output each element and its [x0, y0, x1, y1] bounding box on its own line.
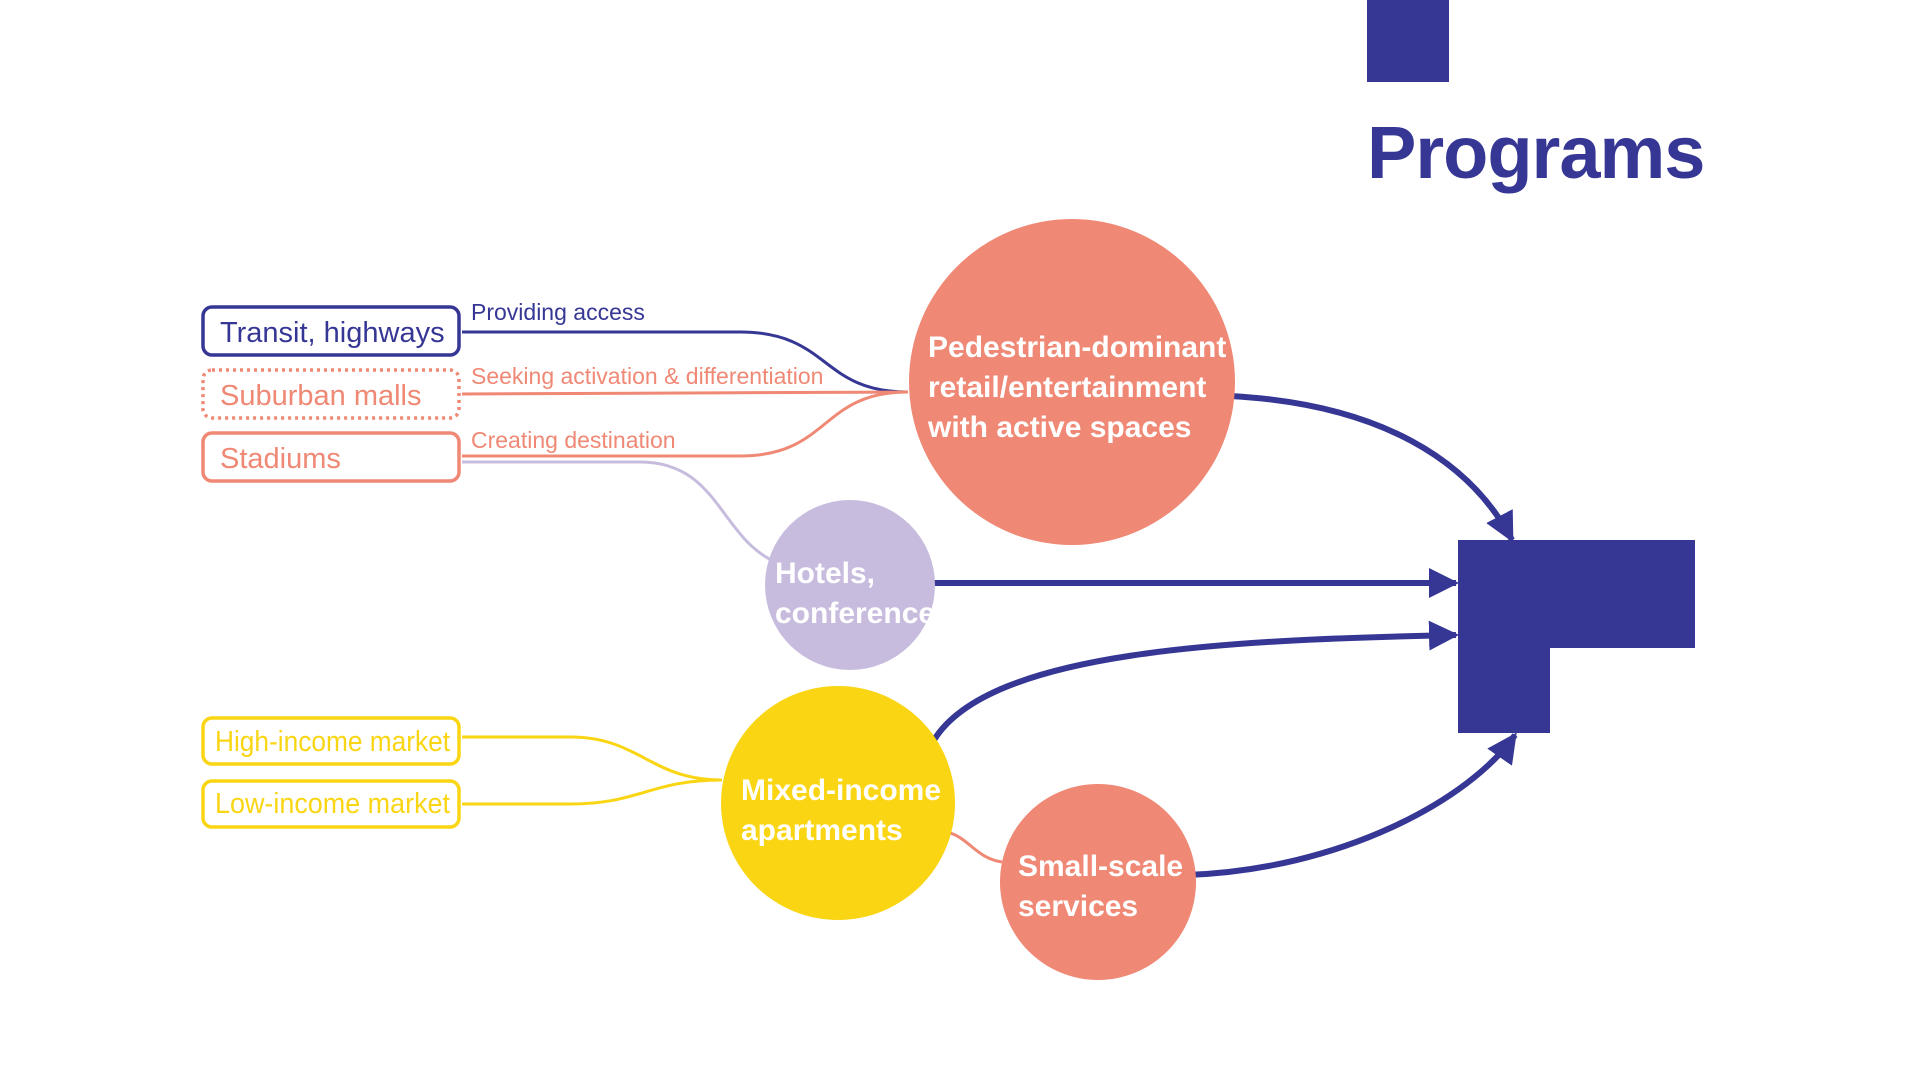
source-box-stadiums: Stadiums: [201, 431, 461, 483]
program-target-block: [1458, 540, 1695, 733]
node-apartments-line-2: apartments: [741, 814, 903, 847]
node-pedestrian-line-3: with active spaces: [927, 411, 1191, 444]
source-box-low-income: Low-income market: [201, 779, 461, 829]
connector-suburban-malls: [461, 390, 909, 396]
edge-label-suburban-malls: Seeking activation & differentiation: [471, 363, 823, 389]
source-label-stadiums: Stadiums: [220, 443, 341, 475]
connector-stadiums-hotels: [462, 460, 779, 565]
edge-label-stadiums: Creating destination: [471, 427, 676, 453]
node-hotels-line-2: conference: [775, 597, 935, 630]
svg-text:Pedestrian-dominant reta: Pedestrian-dominant retail/entertainment…: [927, 331, 1235, 444]
node-pedestrian-line-1: Pedestrian-dominant: [928, 331, 1226, 364]
source-label-suburban-malls: Suburban malls: [220, 380, 422, 412]
source-connectors: [461, 330, 1003, 864]
node-hotels-line-1: Hotels,: [775, 557, 875, 590]
source-label-high-income: High-income market: [215, 726, 450, 758]
edge-label-transit: Providing access: [471, 299, 645, 325]
connector-transit: [462, 330, 909, 394]
node-mixed-income-apartments: Mixed-income apartments: [721, 686, 955, 920]
node-services-line-2: services: [1018, 890, 1138, 923]
source-box-high-income: High-income market: [201, 716, 461, 766]
node-hotels-conference: Hotels, conference: [765, 500, 935, 670]
top-accent-block: [1367, 0, 1449, 82]
program-arrows: [928, 393, 1518, 878]
arrow-apartments-to-program: [931, 620, 1459, 742]
node-apartments-line-1: Mixed-income: [741, 774, 941, 807]
arrow-pedestrian-to-program: [1229, 393, 1515, 543]
node-small-scale-services: Small-scale services: [1000, 784, 1196, 980]
svg-text:Small-scale services: Small-scale services: [1018, 850, 1191, 923]
connector-apartments-services: [945, 830, 1003, 864]
source-box-suburban-malls: Suburban malls: [201, 368, 461, 420]
node-pedestrian-retail: Pedestrian-dominant retail/entertainment…: [909, 219, 1235, 545]
page-title: Programs: [1367, 111, 1704, 194]
source-label-transit: Transit, highways: [220, 317, 445, 349]
source-box-transit: Transit, highways: [201, 305, 461, 357]
arrow-services-to-program: [1185, 732, 1518, 878]
connector-high-income: [462, 735, 723, 782]
connector-low-income: [462, 778, 723, 806]
source-label-low-income: Low-income market: [215, 788, 450, 820]
node-pedestrian-line-2: retail/entertainment: [928, 371, 1206, 404]
connector-stadiums: [462, 390, 909, 458]
node-services-line-1: Small-scale: [1018, 850, 1183, 883]
svg-text:Mixed-income apartments: Mixed-income apartments: [741, 774, 949, 847]
svg-text:Hotels, conference: Hotels, conference: [775, 557, 935, 630]
